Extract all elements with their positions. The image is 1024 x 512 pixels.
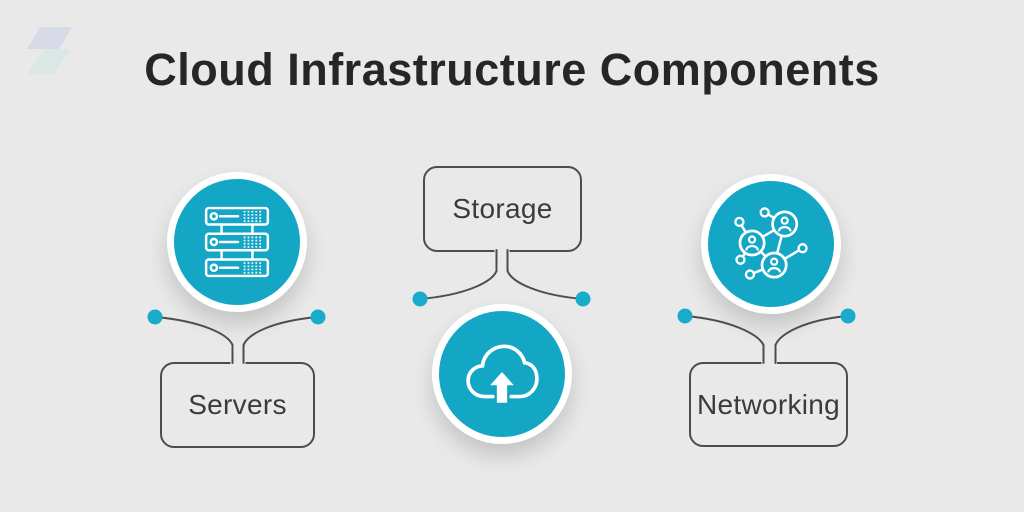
server-rack-icon (204, 206, 270, 278)
people-network-icon (734, 207, 808, 280)
connector-dot (840, 308, 856, 324)
networking-circle (701, 174, 841, 314)
storage-circle (432, 304, 572, 444)
cloud-upload-icon (466, 344, 539, 403)
servers-label: Servers (188, 389, 287, 420)
connector-dot (310, 309, 326, 325)
connector-dot (677, 308, 693, 324)
servers-circle (167, 172, 307, 312)
networking-label: Networking (696, 388, 841, 420)
connector-dot (412, 291, 428, 307)
networking-box: Networking (689, 362, 848, 447)
storage-label: Storage (452, 193, 553, 224)
page-title: Cloud Infrastructure Components (144, 44, 880, 95)
brand-s-logo-icon (27, 27, 72, 74)
servers-box: Servers (160, 362, 315, 448)
connector-dot (147, 309, 163, 325)
storage-box: Storage (423, 166, 582, 252)
connector-dot (575, 291, 591, 307)
